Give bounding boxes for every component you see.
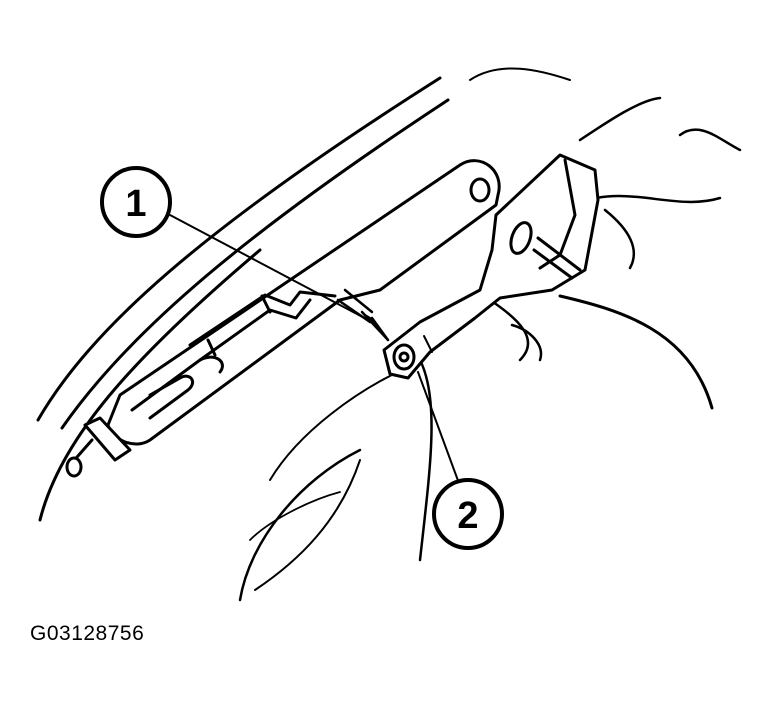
hinge-bracket [382, 153, 600, 380]
figure-id-label: G03128756 [30, 622, 145, 645]
leader-lines [169, 214, 461, 487]
pivot-pin [65, 416, 132, 478]
seat-cushion [238, 96, 742, 602]
callout-2: 2 [432, 478, 504, 550]
callout-1: 1 [100, 166, 172, 238]
callout-2-label: 2 [457, 495, 478, 537]
callout-1-label: 1 [125, 183, 146, 225]
armrest-link [106, 159, 501, 446]
panel-outline [36, 67, 571, 522]
